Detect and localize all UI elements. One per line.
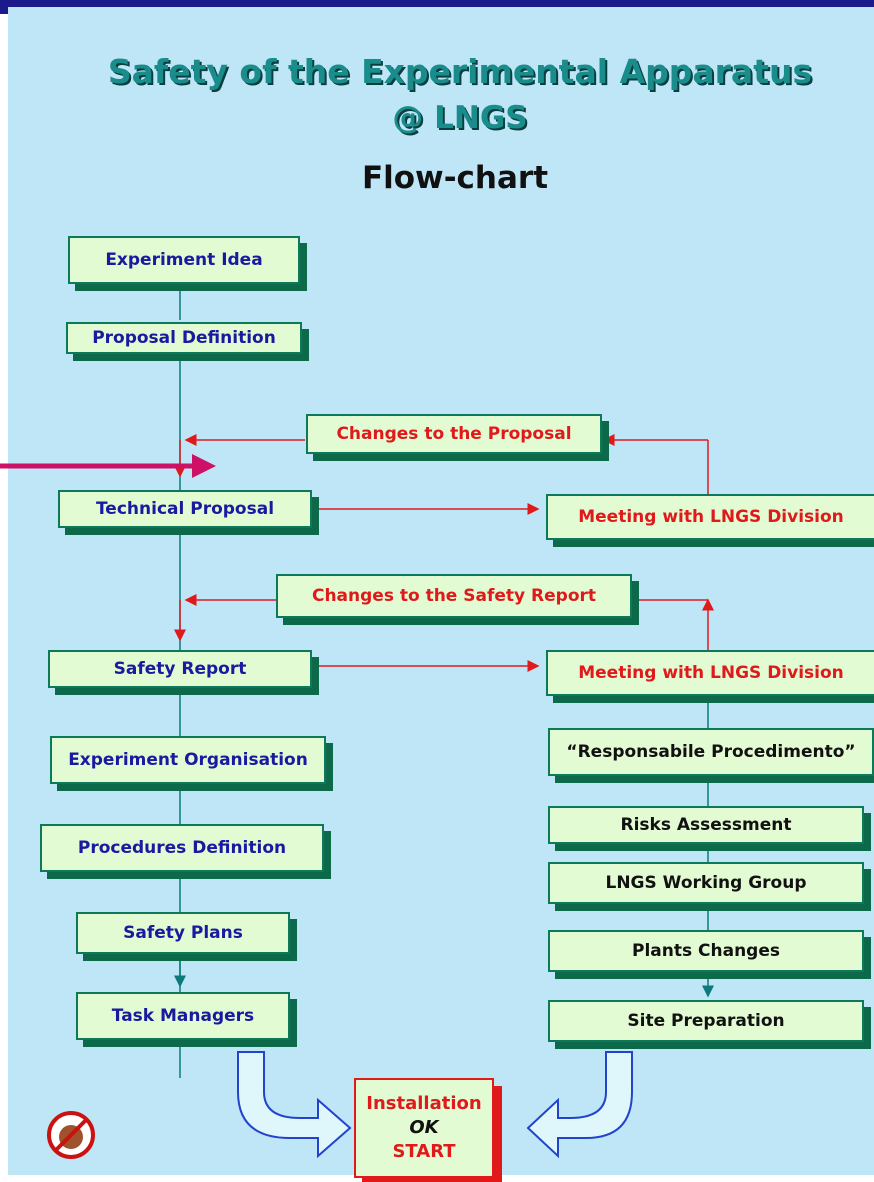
safety-plans-box: Safety Plans (76, 912, 290, 954)
changes-to-safety-report-box: Changes to the Safety Report (276, 574, 632, 618)
pointer-arrow-icon (0, 454, 216, 478)
procedures-definition-box: Procedures Definition (40, 824, 324, 872)
lngs-working-group-box: LNGS Working Group (548, 862, 864, 904)
task-managers-box: Task Managers (76, 992, 290, 1040)
window-top-bar (0, 0, 874, 7)
installation-box: Installation OK START (354, 1078, 494, 1178)
experiment-idea-box: Experiment Idea (68, 236, 300, 284)
plants-changes-box: Plants Changes (548, 930, 864, 972)
badge-icon (47, 1111, 95, 1159)
risks-assessment-box: Risks Assessment (548, 806, 864, 844)
installation-start-label: START (392, 1141, 456, 1162)
site-preparation-box: Site Preparation (548, 1000, 864, 1042)
responsabile-procedimento-box: “Responsabile Procedimento” (548, 728, 874, 776)
meeting-lngs-division-box-1: Meeting with LNGS Division (546, 494, 874, 540)
curved-arrow-icon (526, 1051, 633, 1159)
slide-title-location: @ LNGS (392, 100, 528, 136)
slide-subtitle: Flow-chart (361, 160, 549, 196)
changes-to-proposal-box: Changes to the Proposal (306, 414, 602, 454)
slide-title: Safety of the Experimental Apparatus (107, 52, 813, 91)
technical-proposal-box: Technical Proposal (58, 490, 312, 528)
experiment-organisation-box: Experiment Organisation (50, 736, 326, 784)
proposal-definition-box: Proposal Definition (66, 322, 302, 354)
curved-arrow-icon (237, 1051, 352, 1159)
installation-label: Installation (366, 1093, 482, 1114)
meeting-lngs-division-box-2: Meeting with LNGS Division (546, 650, 874, 696)
safety-report-box: Safety Report (48, 650, 312, 688)
installation-ok-label: OK (409, 1117, 439, 1138)
